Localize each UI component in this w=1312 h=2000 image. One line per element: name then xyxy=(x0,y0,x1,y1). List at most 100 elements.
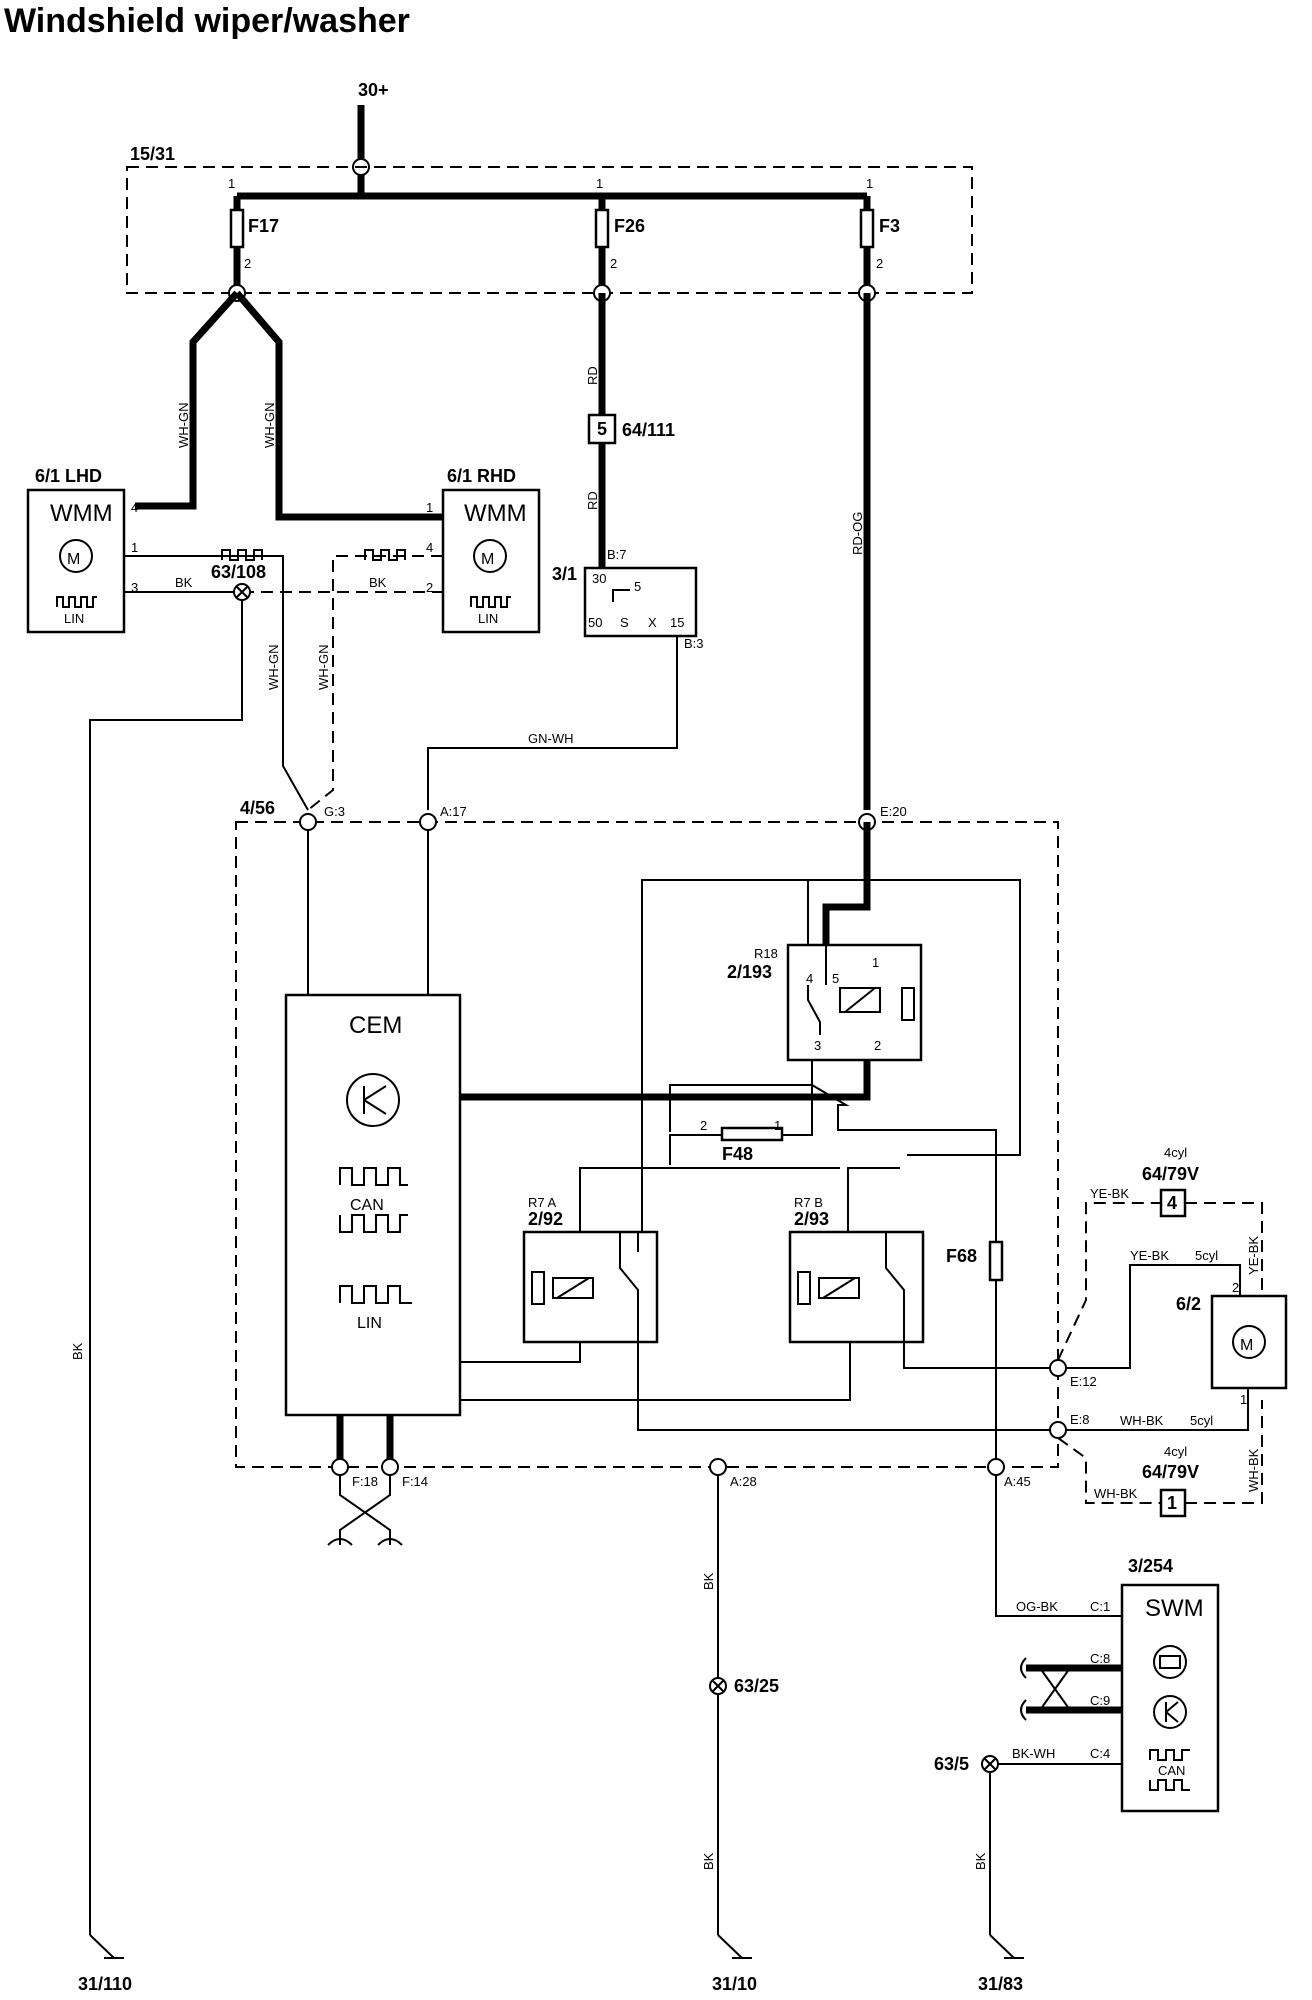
svg-text:2: 2 xyxy=(876,256,883,271)
fuse-f68: F68 xyxy=(946,1220,1004,1462)
svg-text:R18: R18 xyxy=(754,946,778,961)
svg-text:M: M xyxy=(481,551,494,568)
svg-text:GN-WH: GN-WH xyxy=(528,731,574,746)
wire-wh-gn-cem-lhd xyxy=(124,555,309,811)
svg-text:31/83: 31/83 xyxy=(978,1974,1023,1994)
svg-text:LIN: LIN xyxy=(64,611,84,626)
svg-text:2/93: 2/93 xyxy=(794,1209,829,1229)
svg-text:5: 5 xyxy=(634,579,641,594)
svg-text:RD: RD xyxy=(585,366,600,385)
svg-text:BK: BK xyxy=(369,575,387,590)
ground-31-10: 31/10 xyxy=(712,1934,757,1994)
svg-text:CAN: CAN xyxy=(350,1197,384,1214)
svg-text:63/5: 63/5 xyxy=(934,1754,969,1774)
svg-text:C:9: C:9 xyxy=(1090,1693,1110,1708)
transistor-icon xyxy=(1153,1695,1187,1729)
connector-64-111 xyxy=(587,413,617,445)
fuse-box-15-31 xyxy=(126,166,973,294)
wire-wh-gn-rhd xyxy=(234,290,443,521)
fuse-box-label: 15/31 xyxy=(130,144,175,164)
ground-31-110: 31/110 xyxy=(78,1934,132,1994)
svg-text:3: 3 xyxy=(131,580,138,595)
svg-text:64/111: 64/111 xyxy=(622,420,675,440)
can-pulse-icon xyxy=(339,1167,408,1186)
svg-text:2/92: 2/92 xyxy=(528,1209,563,1229)
svg-text:YE-BK: YE-BK xyxy=(1130,1248,1169,1263)
svg-text:63/25: 63/25 xyxy=(734,1676,779,1696)
svg-text:C:1: C:1 xyxy=(1090,1599,1110,1614)
svg-text:B:3: B:3 xyxy=(684,636,704,651)
svg-text:RD: RD xyxy=(585,491,600,510)
motor-icon xyxy=(59,539,93,573)
svg-text:4/56: 4/56 xyxy=(240,798,275,818)
svg-text:YE-BK: YE-BK xyxy=(1246,1236,1261,1275)
svg-text:M: M xyxy=(67,551,80,568)
splice-63-108-label: 63/108 xyxy=(211,562,266,582)
svg-text:3: 3 xyxy=(814,1038,821,1053)
svg-text:5: 5 xyxy=(832,971,839,986)
svg-text:4cyl: 4cyl xyxy=(1164,1444,1187,1459)
svg-text:YE-BK: YE-BK xyxy=(1090,1186,1129,1201)
svg-text:BK: BK xyxy=(701,1572,716,1590)
wmm-lhd-module: 6/1 LHD WMM M LIN 4 1 3 xyxy=(26,466,138,634)
wiper-icon xyxy=(1153,1645,1187,1679)
svg-text:WMM: WMM xyxy=(50,500,113,527)
relay-r7b: R7 B 2/93 xyxy=(788,1195,925,1344)
fuse-f48: 2 1 F48 xyxy=(669,1085,813,1165)
svg-text:BK: BK xyxy=(70,1342,85,1360)
svg-text:CAN: CAN xyxy=(1158,1763,1185,1778)
svg-text:1: 1 xyxy=(426,500,433,515)
svg-text:R7 A: R7 A xyxy=(528,1195,557,1210)
svg-text:WMM: WMM xyxy=(464,500,527,527)
svg-text:E:12: E:12 xyxy=(1070,1374,1097,1389)
swm-module: 3/254 SWM CAN xyxy=(1120,1556,1220,1813)
svg-text:BK-WH: BK-WH xyxy=(1012,1746,1055,1761)
svg-text:X: X xyxy=(648,615,657,630)
svg-text:F68: F68 xyxy=(946,1246,977,1266)
svg-text:F3: F3 xyxy=(879,216,900,236)
svg-text:E:8: E:8 xyxy=(1070,1412,1090,1427)
svg-text:4: 4 xyxy=(131,500,138,515)
lin-pulse-icon xyxy=(56,596,97,608)
svg-text:WH-GN: WH-GN xyxy=(266,645,281,691)
svg-text:M: M xyxy=(1240,1337,1253,1354)
svg-text:4: 4 xyxy=(426,540,433,555)
svg-text:F17: F17 xyxy=(248,216,279,236)
svg-text:1: 1 xyxy=(596,176,603,191)
svg-text:15: 15 xyxy=(670,615,684,630)
svg-text:G:3: G:3 xyxy=(324,804,345,819)
svg-text:WH-GN: WH-GN xyxy=(262,403,277,449)
svg-text:F:14: F:14 xyxy=(402,1474,428,1489)
svg-text:C:4: C:4 xyxy=(1090,1746,1110,1761)
svg-text:2: 2 xyxy=(700,1118,707,1133)
motor-icon xyxy=(473,539,507,573)
fuse-f26: 1 F26 2 xyxy=(594,176,645,293)
wmm-rhd-module: 6/1 RHD WMM M LIN 1 4 2 xyxy=(426,466,541,634)
svg-text:1: 1 xyxy=(1240,1392,1247,1407)
svg-text:4cyl: 4cyl xyxy=(1164,1145,1187,1160)
svg-text:BK: BK xyxy=(701,1852,716,1870)
ground-31-83: 31/83 xyxy=(978,1934,1024,1994)
connector-64-79v-top: 4cyl 64/79V 4 xyxy=(1142,1145,1199,1218)
svg-text:BK: BK xyxy=(973,1852,988,1870)
svg-text:64/79V: 64/79V xyxy=(1142,1462,1199,1482)
wire-gn-wh xyxy=(427,636,678,810)
svg-text:2: 2 xyxy=(874,1038,881,1053)
svg-text:F:18: F:18 xyxy=(352,1474,378,1489)
svg-text:A:28: A:28 xyxy=(730,1474,757,1489)
svg-text:2: 2 xyxy=(1232,1280,1239,1295)
pulse-icon-lhd xyxy=(221,549,263,561)
cem-boundary xyxy=(235,821,1059,1468)
relay-r18: R18 2/193 4 5 1 3 2 xyxy=(727,943,923,1062)
svg-text:WH-GN: WH-GN xyxy=(316,645,331,691)
svg-text:C:8: C:8 xyxy=(1090,1651,1110,1666)
svg-text:S: S xyxy=(620,615,629,630)
svg-text:WH-GN: WH-GN xyxy=(176,403,191,449)
svg-text:64/79V: 64/79V xyxy=(1142,1164,1199,1184)
pulse-icon-rhd xyxy=(364,549,406,561)
svg-text:1: 1 xyxy=(774,1118,781,1133)
wire-bk-ground-31-110 xyxy=(89,600,243,1935)
svg-text:50: 50 xyxy=(588,615,602,630)
svg-text:31/10: 31/10 xyxy=(712,1974,757,1994)
svg-text:6/2: 6/2 xyxy=(1176,1294,1201,1314)
